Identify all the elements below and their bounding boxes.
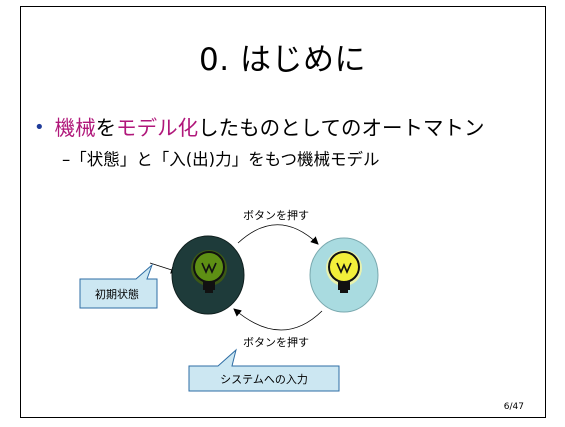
bullet-text-particle: を <box>95 116 117 140</box>
bulb-on-icon <box>326 250 362 293</box>
system-input-label: システムへの入力 <box>220 373 308 386</box>
transition-arc-top <box>237 224 319 245</box>
system-input-callout: システムへの入力 <box>188 348 340 392</box>
initial-state-callout: 初期状態 <box>79 263 158 309</box>
top-transition-label: ボタンを押す <box>243 208 309 222</box>
slide-title: 0. はじめに <box>199 42 366 78</box>
main-bullet: • 機械をモデル化したものとしてのオートマトン <box>34 111 485 141</box>
page-number: 6/47 <box>503 402 524 412</box>
sub-bullet: –「状態」と「入(出)力」をもつ機械モデル <box>62 150 380 169</box>
bullet-dot-icon: • <box>34 117 45 138</box>
bullet-text-rest: したものとしてのオートマトン <box>198 116 485 140</box>
bullet-keyword-modeling: モデル化 <box>116 116 199 140</box>
bottom-transition-label: ボタンを押す <box>243 335 309 349</box>
bulb-off-icon <box>191 250 227 293</box>
transition-arc-bottom <box>233 308 323 331</box>
initial-state-label: 初期状態 <box>95 287 139 301</box>
slide-frame <box>20 6 546 418</box>
bullet-keyword-machine: 機械 <box>54 116 96 140</box>
